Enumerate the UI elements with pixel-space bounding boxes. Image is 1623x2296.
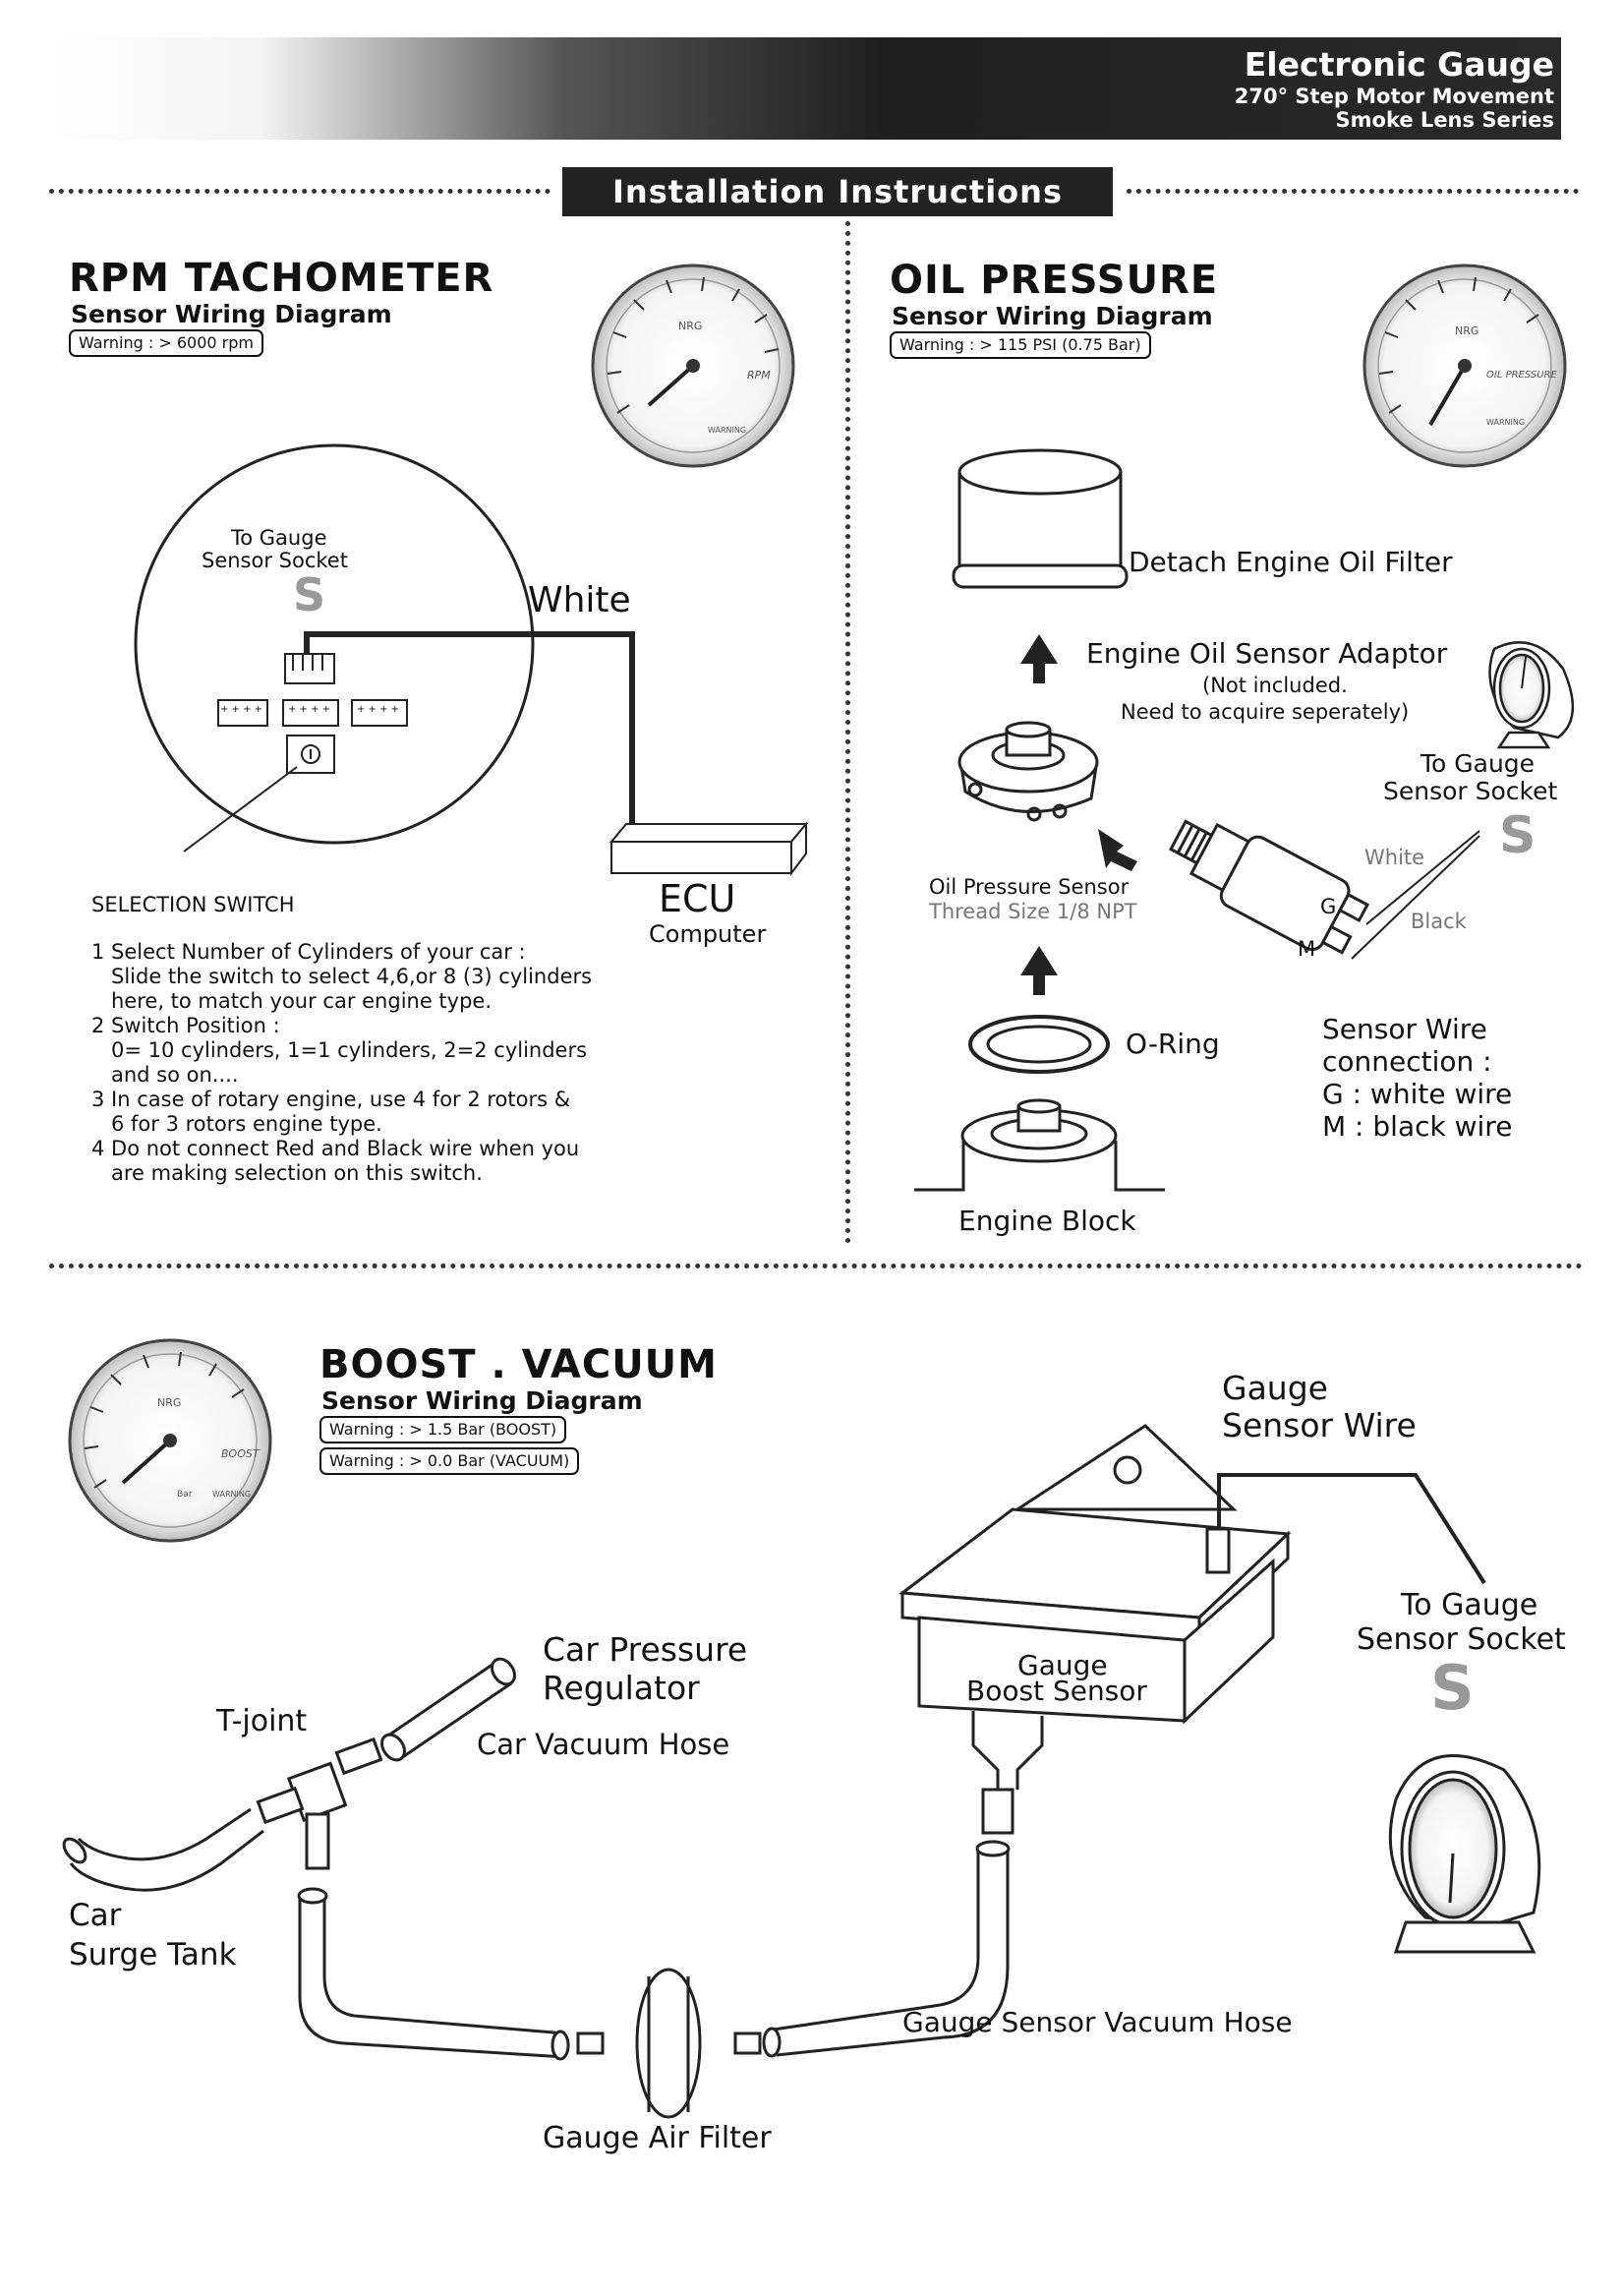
boost-gauge-type: BOOST (221, 1447, 261, 1460)
rpm-gauge-type: RPM (747, 369, 771, 382)
header-subtitle-movement: 270° Step Motor Movement (1234, 85, 1554, 108)
o-ring-label: O-Ring (1126, 1028, 1220, 1060)
adaptor-note-2: Need to acquire seperately) (1121, 700, 1410, 724)
oil-diagram-artwork (914, 448, 1480, 1192)
dotted-divider-top-right (1127, 189, 1579, 194)
header-banner (49, 37, 1561, 140)
header-title: Electronic Gauge (1244, 45, 1554, 84)
oil-sensor-socket-label: Sensor Socket (1383, 777, 1558, 805)
rpm-gauge-warning: WARNING (708, 426, 746, 435)
oil-gauge-warning: WARNING (1486, 418, 1525, 427)
sensor-vacuum-hose-label: Gauge Sensor Vacuum Hose (902, 2006, 1293, 2038)
instruction-line: 4 Do not connect Red and Black wire when… (91, 1137, 580, 1160)
instruction-line: here, to match your car engine type. (111, 989, 493, 1013)
rpm-sensor-socket-label: Sensor Socket (202, 549, 348, 572)
boost-sensor-line-1: Gauge (1017, 1649, 1108, 1681)
boost-gauge-image (68, 1338, 272, 1543)
wire-connection-line-3: G : white wire (1322, 1078, 1513, 1110)
adaptor-label: Engine Oil Sensor Adaptor (1086, 637, 1448, 670)
oil-thread-size: Thread Size 1/8 NPT (929, 900, 1137, 923)
instruction-line: are making selection on this switch. (111, 1161, 483, 1185)
installation-instructions-banner: Installation Instructions (562, 167, 1113, 216)
adaptor-note-1: (Not included. (1202, 674, 1348, 697)
boost-gauge-warning: WARNING (212, 1490, 251, 1499)
rpm-s-socket-icon: S (293, 568, 326, 621)
rpm-connector-1: + + + + (220, 704, 263, 715)
rpm-gauge-image (591, 264, 795, 468)
boost-to-gauge-label: To Gauge (1401, 1588, 1538, 1622)
selection-switch-instructions: 1 Select Number of Cylinders of your car… (91, 940, 592, 1186)
regulator-line-2: Regulator (543, 1669, 700, 1707)
instruction-line: Slide the switch to select 4,6,or 8 (3) … (111, 965, 593, 988)
oil-gauge-image (1362, 264, 1567, 468)
boost-title: BOOST . VACUUM (319, 1342, 718, 1387)
ecu-label: ECU (659, 877, 736, 920)
air-filter-label: Gauge Air Filter (543, 2121, 772, 2155)
oil-sensor-name: Oil Pressure Sensor (929, 875, 1130, 899)
dotted-divider-top-left (49, 189, 551, 194)
ecu-computer-label: Computer (649, 920, 767, 948)
car-vacuum-hose-label: Car Vacuum Hose (477, 1728, 730, 1761)
rpm-to-gauge-label: To Gauge (231, 526, 327, 550)
wire-connection-line-2: connection : (1322, 1045, 1492, 1078)
boost-s-socket-icon: S (1430, 1652, 1475, 1724)
vacuum-warning-badge: Warning : > 0.0 Bar (VACUUM) (319, 1447, 580, 1475)
header-subtitle-series: Smoke Lens Series (1335, 108, 1554, 132)
oil-white-wire-label: White (1364, 846, 1425, 869)
oil-warning-badge: Warning : > 115 PSI (0.75 Bar) (890, 331, 1151, 359)
boost-sensor-socket-label: Sensor Socket (1357, 1622, 1566, 1657)
oil-to-gauge-label: To Gauge (1420, 749, 1536, 778)
regulator-line-1: Car Pressure (543, 1630, 748, 1669)
rpm-connector-3: + + + + (357, 704, 400, 715)
boost-pod-gauge-image (1388, 1754, 1541, 1954)
boost-diagram-artwork (62, 1424, 1486, 2119)
surge-tank-line-1: Car (69, 1898, 122, 1933)
oil-title: OIL PRESSURE (890, 258, 1219, 303)
oil-s-socket-icon: S (1499, 806, 1536, 865)
oil-pod-gauge-image (1488, 641, 1575, 749)
rpm-white-wire-label: White (528, 580, 631, 620)
rpm-connector-2: + + + + (288, 704, 331, 715)
wire-connection-line-1: Sensor Wire (1322, 1013, 1487, 1045)
dotted-divider-vertical (845, 221, 850, 1244)
boost-gauge-unit: Bar (177, 1490, 193, 1500)
detach-filter-label: Detach Engine Oil Filter (1129, 546, 1453, 578)
gauge-sensor-wire-line-1: Gauge (1222, 1369, 1328, 1407)
instruction-line: 6 for 3 rotors engine type. (111, 1112, 382, 1136)
boost-sensor-line-2: Boost Sensor (966, 1675, 1147, 1707)
instruction-line: 0= 10 cylinders, 1=1 cylinders, 2=2 cyli… (111, 1038, 588, 1062)
instruction-line: 1 Select Number of Cylinders of your car… (91, 940, 526, 964)
instruction-line: and so on.... (111, 1063, 239, 1087)
instruction-line: 3 In case of rotary engine, use 4 for 2 … (91, 1088, 571, 1111)
gauge-sensor-wire-line-2: Sensor Wire (1222, 1406, 1417, 1444)
rpm-gauge-brand: NRG (678, 320, 702, 332)
rpm-warning-badge: Warning : > 6000 rpm (69, 329, 263, 357)
rpm-title: RPM TACHOMETER (69, 256, 494, 301)
oil-gauge-brand: NRG (1455, 324, 1478, 337)
engine-block-label: Engine Block (958, 1205, 1136, 1237)
oil-subtitle: Sensor Wiring Diagram (892, 302, 1213, 330)
dotted-divider-middle (49, 1264, 1583, 1268)
oil-m-terminal-label: M (1298, 937, 1316, 961)
boost-gauge-brand: NRG (157, 1396, 181, 1409)
oil-black-wire-label: Black (1411, 910, 1467, 933)
rpm-subtitle: Sensor Wiring Diagram (71, 300, 392, 328)
wire-connection-line-4: M : black wire (1322, 1110, 1513, 1143)
surge-tank-line-2: Surge Tank (69, 1937, 237, 1972)
rpm-wiring (134, 443, 809, 876)
boost-subtitle: Sensor Wiring Diagram (321, 1386, 643, 1415)
selection-switch-heading: SELECTION SWITCH (91, 893, 295, 916)
oil-g-terminal-label: G (1320, 895, 1337, 918)
boost-warning-badge: Warning : > 1.5 Bar (BOOST) (319, 1416, 567, 1443)
t-joint-label: T-joint (216, 1704, 308, 1738)
instruction-line: 2 Switch Position : (91, 1014, 280, 1037)
oil-gauge-type: OIL PRESSURE (1486, 370, 1557, 381)
